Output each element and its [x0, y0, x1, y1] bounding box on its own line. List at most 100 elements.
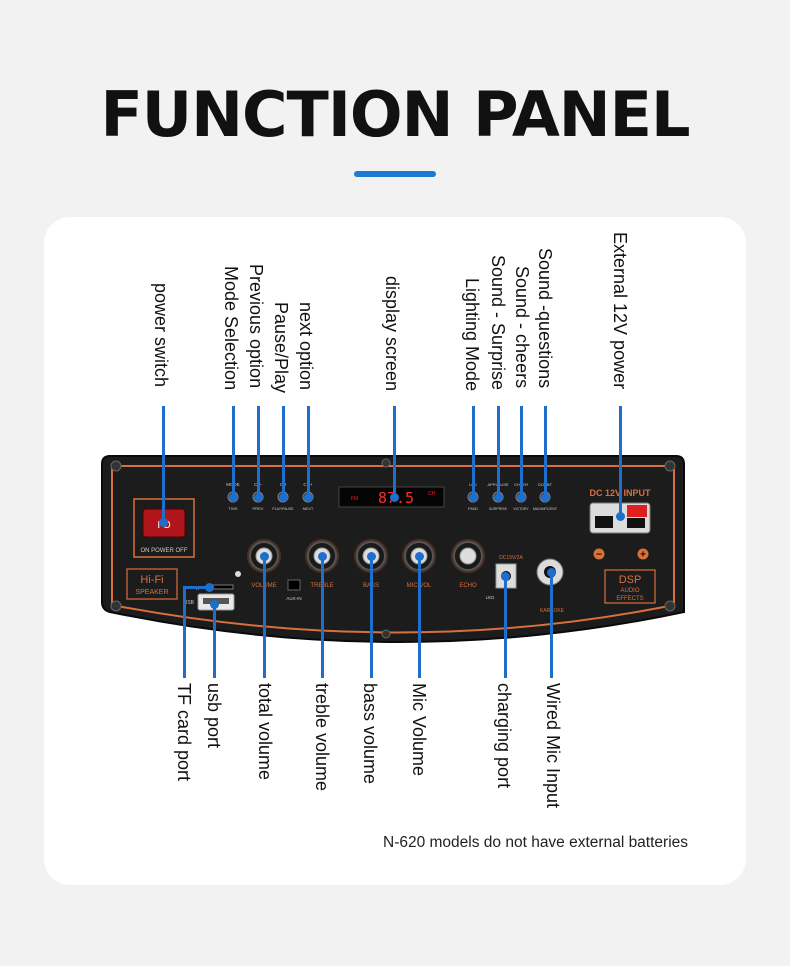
leader-cheers — [520, 406, 523, 498]
label-mode-selection: Mode Selection — [221, 266, 241, 391]
label-lighting-mode: Lighting Mode — [462, 278, 482, 392]
svg-text:MAGNIFICENT: MAGNIFICENT — [533, 507, 558, 511]
svg-text:NEXT: NEXT — [303, 506, 314, 511]
leader-dot — [210, 600, 219, 609]
label-display-screen: display screen — [382, 276, 402, 392]
screw-icon — [381, 458, 391, 468]
leader-dot — [159, 518, 168, 527]
screw-icon — [664, 460, 676, 472]
label-tf-card-port: TF card port — [174, 683, 194, 782]
hifi-badge — [126, 568, 178, 600]
svg-text:SURPRISE: SURPRISE — [489, 507, 508, 511]
display-ch: CH — [428, 491, 436, 497]
label-sound-questions: Sound -questions — [535, 248, 555, 389]
usb-text: USB — [184, 600, 195, 606]
leader-12v — [619, 406, 622, 516]
label-sound-surprise: Sound - Surprise — [488, 255, 508, 391]
leader-dot — [229, 493, 238, 502]
svg-text:PREV: PREV — [253, 506, 264, 511]
label-wired-mic-input: Wired Mic Input — [543, 683, 563, 809]
label-bass-volume: bass volume — [360, 683, 380, 785]
leader-dot — [304, 493, 313, 502]
leader-next — [307, 406, 310, 498]
leader-dot — [494, 493, 503, 502]
panel-orange-outline — [111, 465, 675, 634]
dsp-badge — [604, 569, 656, 604]
leader-dot — [415, 552, 424, 561]
svg-text:−: − — [596, 550, 602, 561]
label-sound-cheers: Sound - cheers — [512, 266, 532, 389]
label-previous-option: Previous option — [246, 264, 266, 389]
svg-text:DSP: DSP — [619, 574, 642, 586]
hifi-speaker-text: SPEAKER — [135, 589, 168, 596]
label-pause-play: Pause/Play — [271, 302, 291, 394]
leader-play — [282, 406, 285, 498]
screw-icon — [664, 600, 676, 612]
terminal-plus-icon — [637, 548, 649, 560]
leader-power-switch — [162, 406, 165, 524]
leader-dot — [279, 493, 288, 502]
label-treble-volume: treble volume — [312, 683, 332, 792]
leader-prev — [257, 406, 260, 498]
svg-text:VICTORY: VICTORY — [513, 507, 529, 511]
panel-body — [101, 455, 685, 643]
svg-text:+: + — [640, 550, 646, 561]
leader-volume — [263, 556, 266, 678]
label-external-12v-power: External 12V power — [610, 232, 630, 390]
label-total-volume: total volume — [255, 683, 275, 781]
label-next-option: next option — [296, 302, 316, 391]
leader-tf-horizontal — [183, 586, 209, 589]
screw-icon — [381, 629, 391, 639]
footnote: N-620 models do not have external batter… — [383, 834, 689, 851]
leader-usb — [213, 604, 216, 678]
label-charging-port: charging port — [494, 683, 514, 789]
power-switch-text: ON POWER OFF — [141, 548, 188, 554]
screw-icon — [110, 600, 122, 612]
leader-dot — [205, 583, 214, 592]
leader-mode — [232, 406, 235, 498]
svg-text:FM/D: FM/D — [468, 506, 478, 511]
title-underline — [354, 171, 436, 177]
knob-echo: ECHO — [451, 539, 485, 589]
svg-text:EFFECTS: EFFECTS — [616, 596, 643, 602]
label-usb-port: usb port — [204, 683, 224, 749]
leader-dot — [616, 512, 625, 521]
leader-bass — [370, 556, 373, 678]
leader-dot — [517, 493, 526, 502]
leader-charging — [504, 576, 507, 678]
leader-dot — [260, 552, 269, 561]
leader-dot — [367, 552, 376, 561]
label-power-switch: power switch — [151, 283, 171, 388]
leader-dot — [547, 568, 556, 577]
svg-text:AUX-IN: AUX-IN — [286, 596, 301, 601]
svg-text:PLAY/PAUSE: PLAY/PAUSE — [272, 507, 294, 511]
leader-surprise — [497, 406, 500, 498]
tf-text: TF — [195, 586, 201, 592]
leader-lighting — [472, 406, 475, 498]
leader-mic-input — [550, 572, 553, 678]
svg-text:LED: LED — [486, 595, 496, 600]
svg-text:DC15V/2A: DC15V/2A — [499, 555, 523, 561]
leader-dot — [254, 493, 263, 502]
leader-dot — [469, 493, 478, 502]
svg-text:TWS: TWS — [229, 506, 238, 511]
leader-questions — [544, 406, 547, 498]
svg-text:AUDIO: AUDIO — [620, 588, 639, 594]
leader-dot — [541, 493, 550, 502]
leader-tf — [183, 586, 186, 678]
svg-text:ECHO: ECHO — [459, 583, 477, 589]
leader-mic-volume — [418, 556, 421, 678]
indicator-led — [235, 571, 241, 577]
label-mic-volume: Mic Volume — [409, 683, 429, 777]
terminal-minus-icon — [593, 548, 605, 560]
leader-dot — [318, 552, 327, 561]
display-fm: FM — [351, 496, 358, 502]
aux-in-port — [287, 579, 301, 591]
leader-display — [393, 406, 396, 498]
hifi-text: Hi-Fi — [140, 574, 163, 586]
leader-dot — [501, 572, 510, 581]
leader-dot — [390, 493, 399, 502]
page-title: FUNCTION PANEL — [100, 78, 690, 151]
screw-icon — [110, 460, 122, 472]
leader-treble — [321, 556, 324, 678]
